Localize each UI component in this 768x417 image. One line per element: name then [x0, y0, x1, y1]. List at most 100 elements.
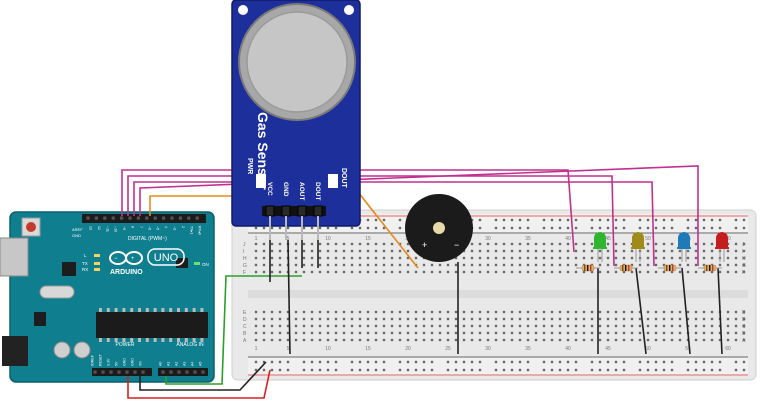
rail-hole: [414, 368, 418, 372]
digital-pin-label: TX▸1: [189, 226, 193, 234]
header-hole[interactable]: [86, 216, 90, 220]
header-hole[interactable]: [117, 370, 121, 374]
breadboard-hole: [374, 256, 378, 260]
header-hole[interactable]: [125, 370, 129, 374]
breadboard-hole: [614, 256, 618, 260]
analog-pin-label: A3: [183, 362, 187, 366]
header-hole[interactable]: [178, 216, 182, 220]
breadboard-hole: [726, 324, 730, 328]
rail-hole: [462, 368, 466, 372]
sensor-pin-label: DOUT: [314, 182, 321, 200]
breadboard-hole: [334, 242, 338, 246]
rail-hole: [638, 226, 642, 230]
header-hole[interactable]: [101, 370, 105, 374]
column-number: 35: [525, 236, 531, 242]
header-hole[interactable]: [185, 370, 189, 374]
header-hole[interactable]: [94, 216, 98, 220]
resistor-band: [628, 265, 630, 271]
header-hole[interactable]: [187, 216, 191, 220]
rail-hole: [398, 368, 402, 372]
header-hole[interactable]: [128, 216, 132, 220]
breadboard-hole: [374, 242, 378, 246]
rail-hole: [358, 368, 362, 372]
rail-hole: [286, 360, 290, 364]
rail-hole: [518, 368, 522, 372]
chip-pin: [192, 338, 196, 342]
breadboard-hole: [678, 270, 682, 274]
breadboard-hole: [558, 324, 562, 328]
header-hole[interactable]: [162, 216, 166, 220]
breadboard-hole: [470, 242, 474, 246]
breadboard-hole: [726, 270, 730, 274]
rail-hole: [742, 218, 746, 222]
breadboard-hole: [534, 310, 538, 314]
rail-hole: [542, 218, 546, 222]
breadboard-hole: [406, 270, 410, 274]
breadboard-hole: [534, 256, 538, 260]
breadboard-hole: [606, 317, 610, 321]
breadboard-hole: [254, 270, 258, 274]
rail-hole: [398, 360, 402, 364]
header-hole[interactable]: [145, 216, 149, 220]
sensor-pin-leg: [285, 216, 287, 240]
breadboard-hole: [310, 338, 314, 342]
breadboard-hole: [302, 338, 306, 342]
header-hole[interactable]: [195, 216, 199, 220]
breadboard-hole: [566, 338, 570, 342]
breadboard-hole: [742, 324, 746, 328]
rail-hole: [566, 360, 570, 364]
header-hole[interactable]: [201, 370, 205, 374]
svg-text:−: −: [114, 256, 118, 262]
rail-hole: [318, 226, 322, 230]
breadboard-hole: [254, 331, 258, 335]
rail-hole: [334, 368, 338, 372]
breadboard-hole: [566, 310, 570, 314]
breadboard-hole: [294, 249, 298, 253]
header-hole[interactable]: [103, 216, 107, 220]
header-hole[interactable]: [133, 370, 137, 374]
header-hole[interactable]: [161, 370, 165, 374]
column-number: 50: [645, 346, 651, 352]
breadboard-hole: [382, 242, 386, 246]
digital-pin-label: RX◂0: [198, 226, 202, 235]
breadboard-hole: [510, 317, 514, 321]
rail-hole: [542, 368, 546, 372]
analog-pin-label: A4: [191, 362, 195, 366]
breadboard-hole: [518, 249, 522, 253]
breadboard-hole: [430, 270, 434, 274]
column-number: 55: [685, 346, 691, 352]
header-hole[interactable]: [177, 370, 181, 374]
chip-pin: [177, 308, 180, 312]
row-letter: C: [742, 324, 746, 330]
header-hole[interactable]: [170, 216, 174, 220]
breadboard-hole: [574, 310, 578, 314]
pwr-label: PWR: [246, 158, 253, 174]
header-hole[interactable]: [141, 370, 145, 374]
header-hole[interactable]: [136, 216, 140, 220]
breadboard-hole: [358, 263, 362, 267]
breadboard-hole: [598, 270, 602, 274]
header-hole[interactable]: [193, 370, 197, 374]
header-hole[interactable]: [109, 370, 113, 374]
header-hole[interactable]: [153, 216, 157, 220]
breadboard-hole: [326, 256, 330, 260]
breadboard-hole: [542, 338, 546, 342]
breadboard-hole: [590, 242, 594, 246]
breadboard-hole: [302, 331, 306, 335]
header-hole[interactable]: [120, 216, 124, 220]
header-hole[interactable]: [93, 370, 97, 374]
power-pin-label: IOREF: [91, 354, 95, 366]
rail-hole: [358, 360, 362, 364]
header-hole[interactable]: [111, 216, 115, 220]
breadboard-hole: [734, 256, 738, 260]
breadboard-hole: [350, 310, 354, 314]
breadboard-hole: [598, 317, 602, 321]
reset-button-cap[interactable]: [26, 222, 36, 232]
breadboard-hole: [510, 324, 514, 328]
rail-hole: [366, 360, 370, 364]
wire-black-gnd: [139, 361, 267, 391]
header-hole[interactable]: [169, 370, 173, 374]
